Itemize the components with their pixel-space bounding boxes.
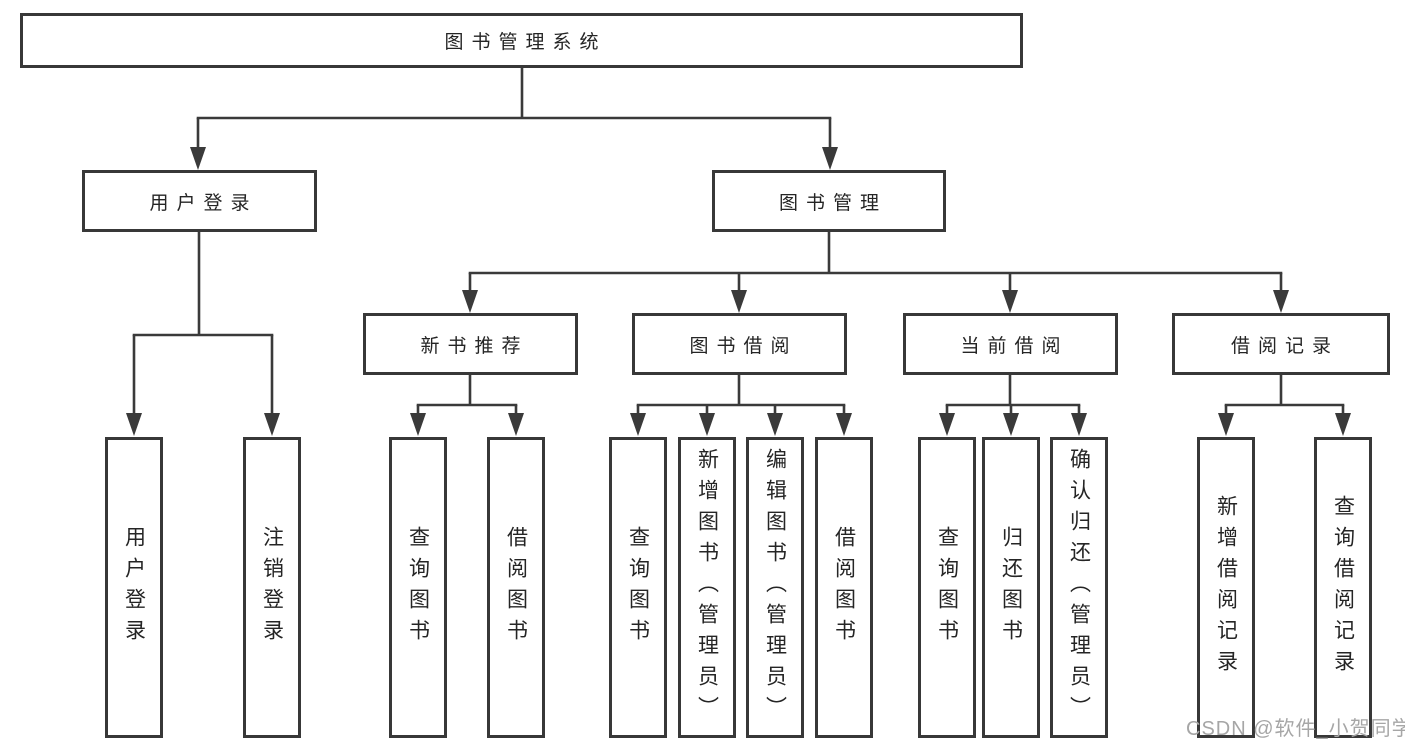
- leaf-current-confirm-return-admin: 确认归还（管理员）: [1050, 437, 1108, 738]
- node-book-borrow: 图书借阅: [632, 313, 847, 375]
- leaf-borrow-borrow-books: 借阅图书: [815, 437, 873, 738]
- leaf-label: 查询图书: [406, 525, 430, 650]
- leaf-label: 确认归还（管理员）: [1067, 448, 1091, 727]
- leaf-label: 归还图书: [999, 525, 1023, 650]
- node-new-book-recommend: 新书推荐: [363, 313, 578, 375]
- node-borrow-records: 借阅记录: [1172, 313, 1390, 375]
- leaf-label: 查询借阅记录: [1331, 494, 1355, 681]
- node-current-borrow: 当前借阅: [903, 313, 1118, 375]
- leaf-records-query-record: 查询借阅记录: [1314, 437, 1372, 738]
- leaf-recommend-borrow-books: 借阅图书: [487, 437, 545, 738]
- leaf-label: 用户登录: [122, 525, 146, 650]
- leaf-borrow-add-books-admin: 新增图书（管理员）: [678, 437, 736, 738]
- leaf-label: 编辑图书（管理员）: [763, 448, 787, 727]
- leaf-label: 新增借阅记录: [1214, 494, 1238, 681]
- leaf-label: 借阅图书: [504, 525, 528, 650]
- leaf-borrow-edit-books-admin: 编辑图书（管理员）: [746, 437, 804, 738]
- leaf-logout: 注销登录: [243, 437, 301, 738]
- leaf-label: 查询图书: [626, 525, 650, 650]
- leaf-label: 注销登录: [260, 525, 284, 650]
- watermark: CSDN @软件_小贺同学: [1186, 718, 1405, 740]
- node-user-login: 用户登录: [82, 170, 317, 232]
- leaf-borrow-query-books: 查询图书: [609, 437, 667, 738]
- leaf-current-return-books: 归还图书: [982, 437, 1040, 738]
- leaf-label: 新增图书（管理员）: [695, 448, 719, 727]
- leaf-label: 查询图书: [935, 525, 959, 650]
- leaf-label: 借阅图书: [832, 525, 856, 650]
- leaf-user-login: 用户登录: [105, 437, 163, 738]
- node-book-management: 图书管理: [712, 170, 946, 232]
- leaf-recommend-query-books: 查询图书: [389, 437, 447, 738]
- leaf-records-add-record: 新增借阅记录: [1197, 437, 1255, 738]
- leaf-current-query-books: 查询图书: [918, 437, 976, 738]
- node-root: 图书管理系统: [20, 13, 1023, 68]
